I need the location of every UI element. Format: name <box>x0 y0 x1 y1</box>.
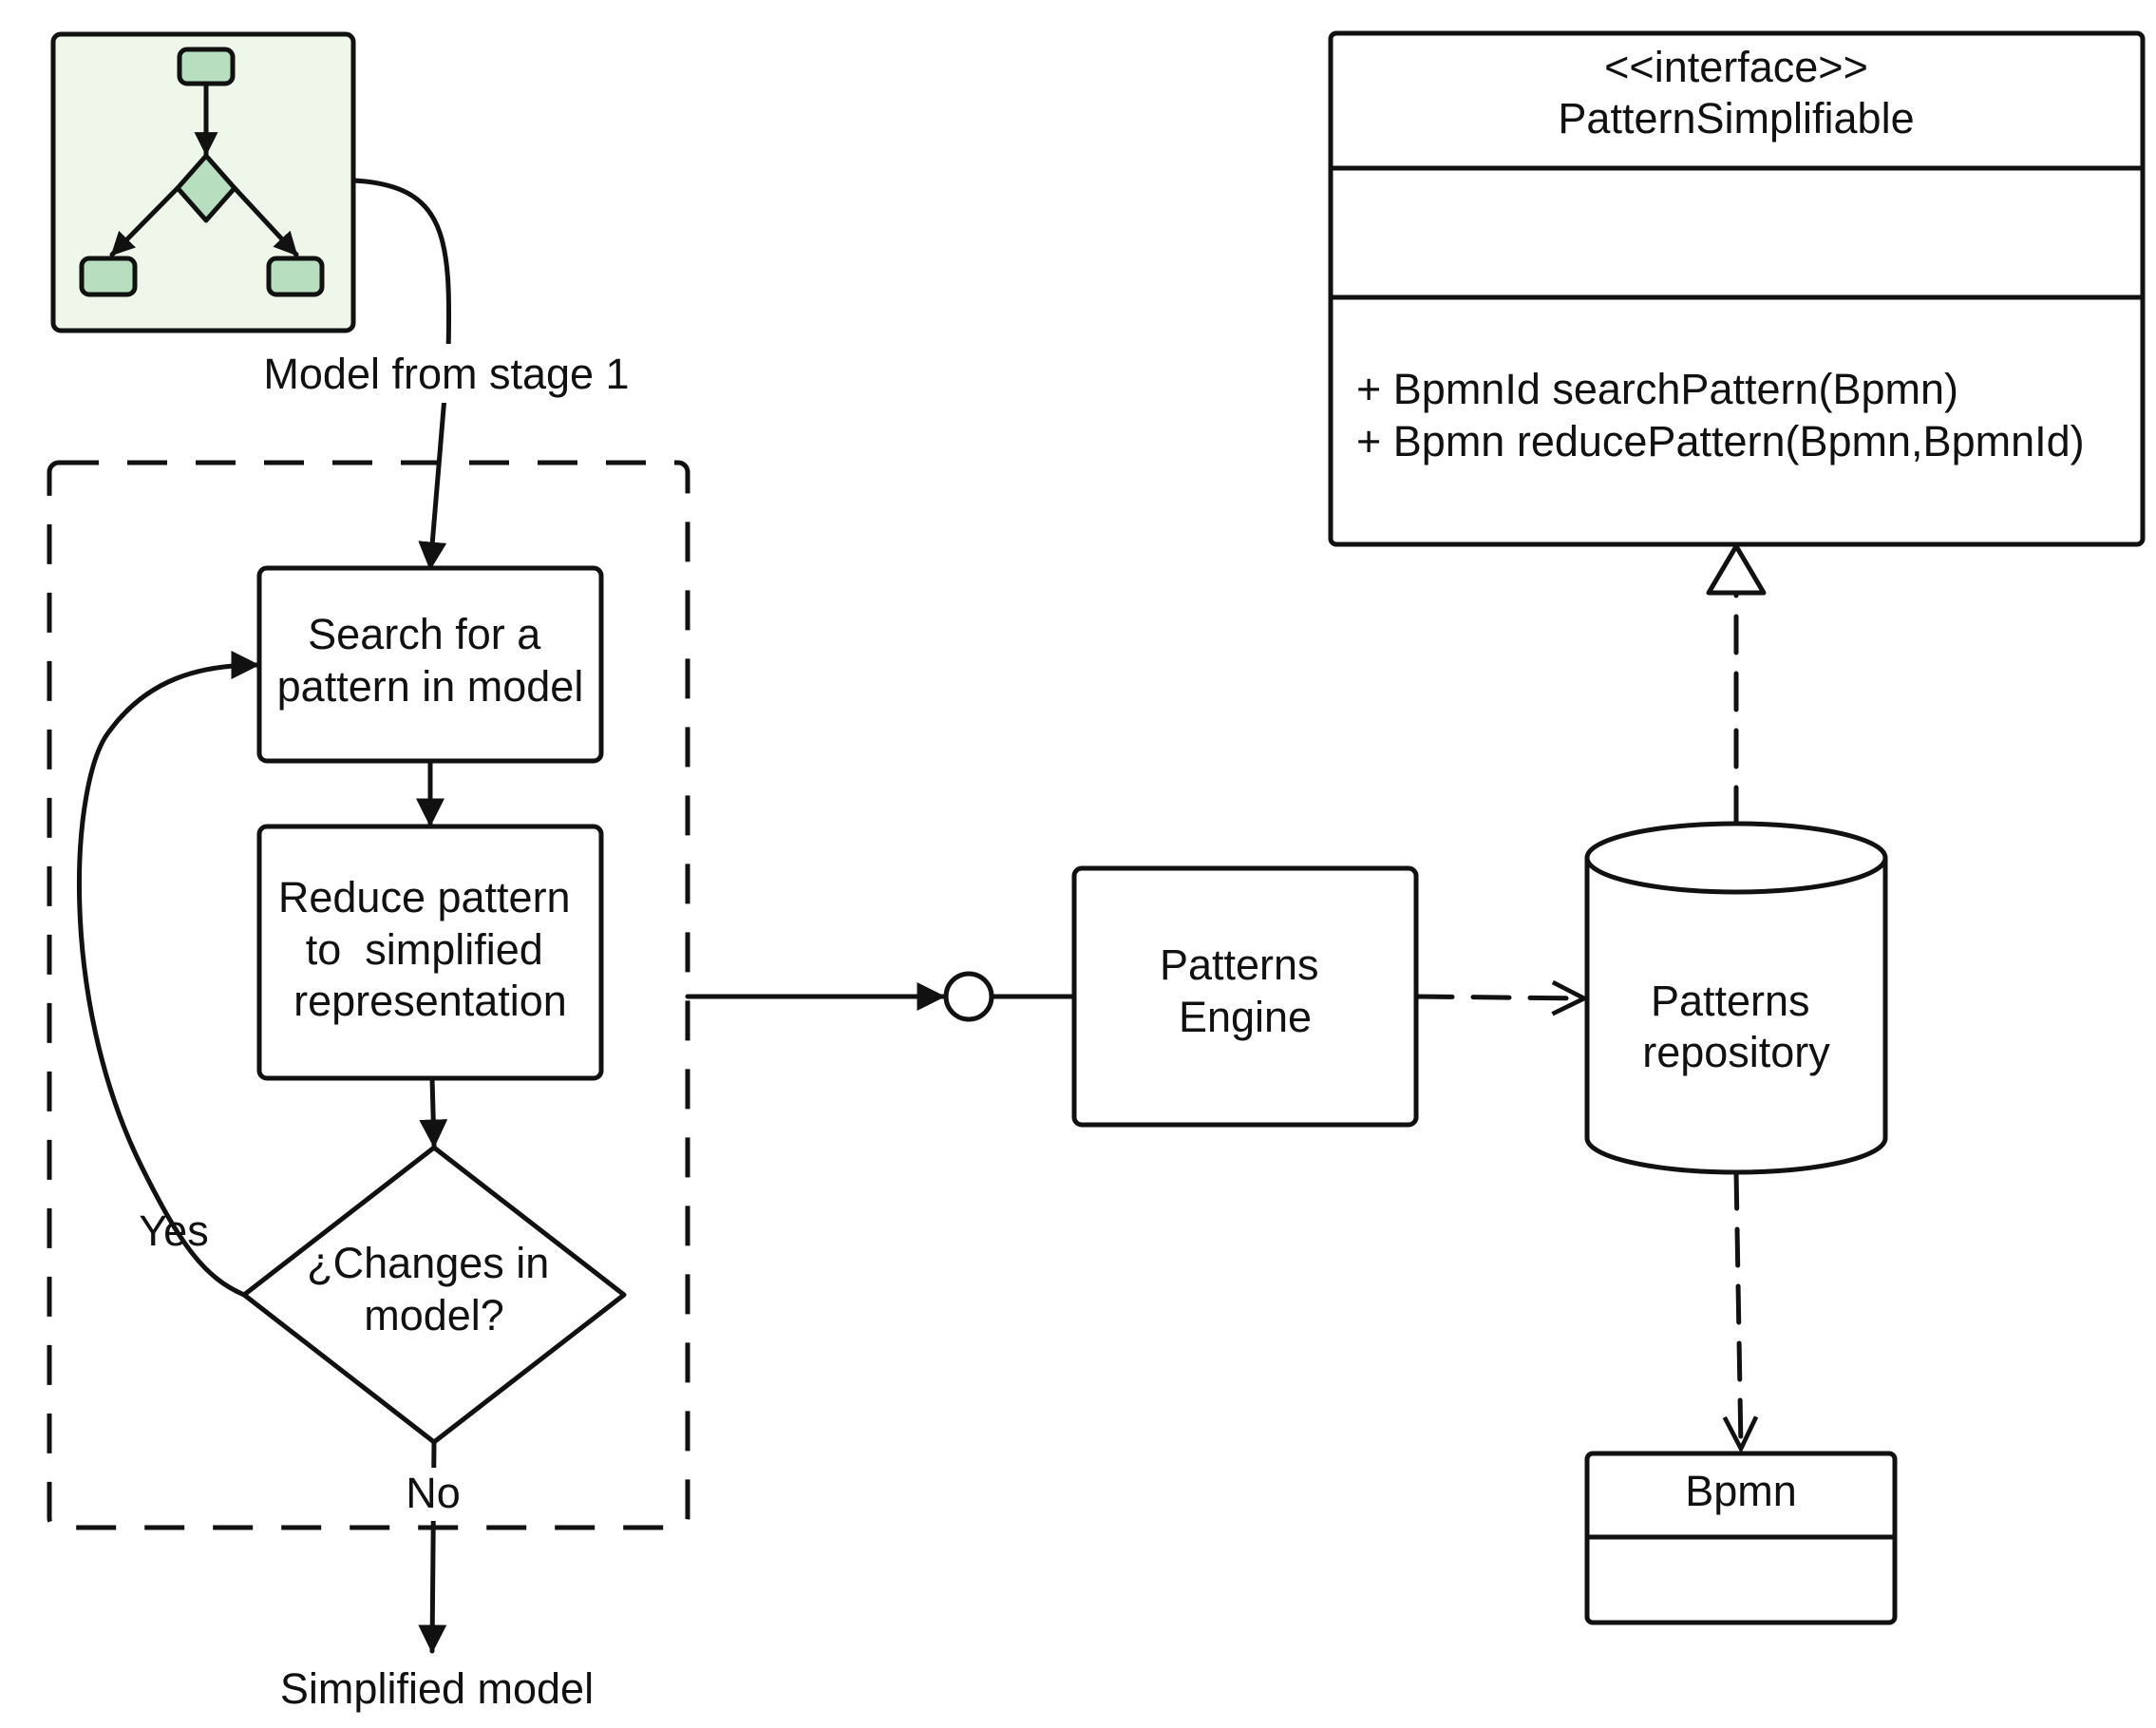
interface-stereotype: <<interface>> <box>1604 43 1868 91</box>
thumbnail-left-node <box>79 256 138 297</box>
model-thumbnail <box>50 31 356 333</box>
input-label: Model from stage 1 <box>263 350 629 398</box>
process-boundary <box>47 460 690 1530</box>
reduce-line-3: representation <box>293 977 567 1025</box>
no-label: No <box>406 1469 461 1517</box>
reduce-line-1: Reduce pattern <box>278 873 571 921</box>
interface-class <box>1328 30 2146 547</box>
repository-line-1: Patterns <box>1651 977 1810 1025</box>
bpmn-class <box>1584 1451 1898 1625</box>
decision-line-2: model? <box>364 1291 504 1339</box>
provided-interface-socket <box>943 971 994 1022</box>
engine-line-2: Engine <box>1179 993 1312 1041</box>
engine-line-1: Patterns <box>1160 940 1319 989</box>
thumbnail-start-node <box>177 47 236 86</box>
search-step-text: Search for a pattern in model <box>277 610 584 711</box>
patterns-engine-text: Patterns Engine <box>1160 940 1331 1041</box>
search-line-2: pattern in model <box>277 662 584 711</box>
interface-method-1: + BpmnId searchPattern(Bpmn) <box>1356 365 1958 413</box>
yes-loop-connector <box>77 651 260 1298</box>
output-label: Simplified model <box>280 1664 594 1713</box>
decision-text: ¿Changes in model? <box>307 1239 561 1339</box>
thumbnail-right-node <box>266 256 325 297</box>
reduce-line-2: to simplified <box>306 925 543 974</box>
input-connector <box>350 178 452 571</box>
reduce-step-text: Reduce pattern to simplified representat… <box>278 873 582 1025</box>
patterns-repository-text: Patterns repository <box>1642 977 1830 1076</box>
bpmn-class-name: Bpmn <box>1685 1467 1797 1515</box>
repository-line-2: repository <box>1642 1028 1830 1076</box>
search-line-1: Search for a <box>308 610 541 658</box>
thumbnail-gateway-node <box>175 153 237 223</box>
interface-name: PatternSimplifiable <box>1558 94 1914 142</box>
yes-label: Yes <box>139 1206 208 1255</box>
decision-line-1: ¿Changes in <box>307 1239 549 1287</box>
realization-arrowhead <box>1706 543 1767 596</box>
interface-method-2: + Bpmn reducePattern(Bpmn,BpmnId) <box>1356 417 2085 465</box>
